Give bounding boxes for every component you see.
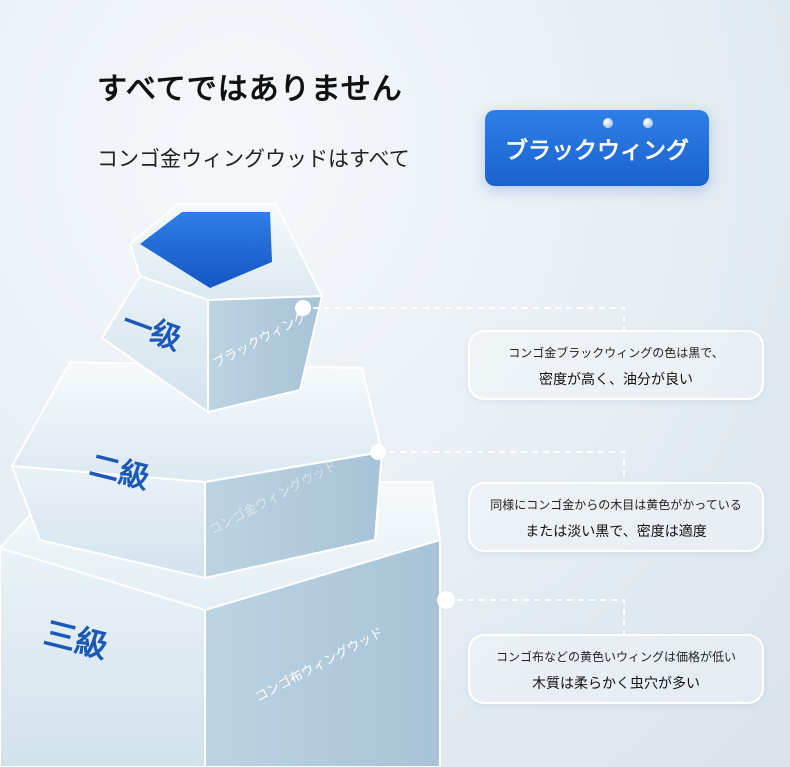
callout-line: 密度が高く、油分が良い <box>539 372 693 388</box>
callout-level-2: 同様にコンゴ金からの木目は黄色がかっている または淡い黒で、密度は適度 <box>468 482 764 552</box>
tier-1 <box>100 203 324 414</box>
connector-lines <box>302 307 625 634</box>
page-title: すべてではありません <box>97 72 403 107</box>
badge-label: ブラックウィング <box>505 138 689 164</box>
blackwing-badge: ブラックウィング <box>485 110 709 186</box>
callout-line: 同様にコンゴ金からの木目は黄色がかっている <box>490 498 742 512</box>
bubble-icon <box>643 118 653 128</box>
page-subtitle: コンゴ金ウィングウッドはすべて <box>97 147 410 171</box>
callout-line: 木質は柔らかく虫穴が多い <box>532 676 700 692</box>
bubble-icon <box>603 118 613 128</box>
callout-line: コンゴ金ブラックウィングの色は黒で、 <box>508 346 724 360</box>
callout-level-3: コンゴ布などの黄色いウィングは価格が低い 木質は柔らかく虫穴が多い <box>468 634 764 704</box>
connector-dot <box>295 300 311 316</box>
tier-2 <box>10 360 384 580</box>
blue-cap <box>140 212 272 288</box>
callout-line: コンゴ布などの黄色いウィングは価格が低い <box>495 650 736 664</box>
connector-dot <box>437 591 455 609</box>
callout-line: または淡い黒で、密度は適度 <box>525 524 707 540</box>
callout-level-1: コンゴ金ブラックウィングの色は黒で、 密度が高く、油分が良い <box>468 330 764 400</box>
connector-dot <box>370 444 386 460</box>
